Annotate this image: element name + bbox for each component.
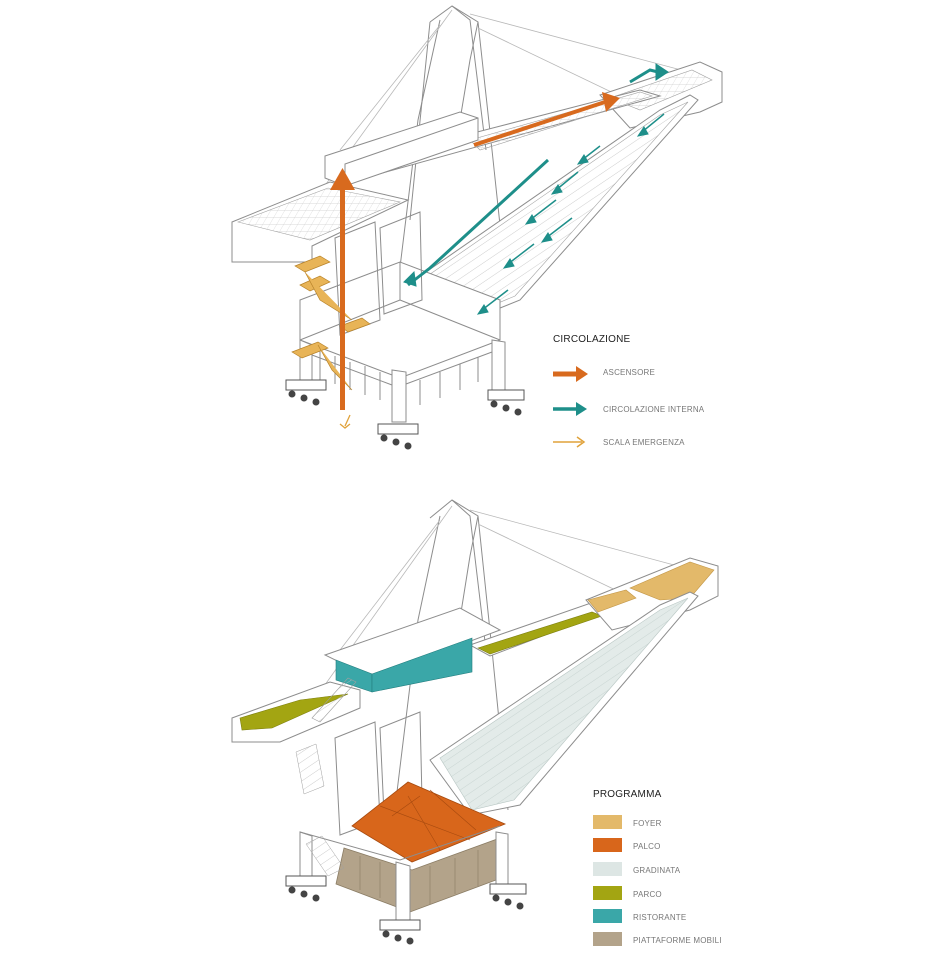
crane-circulation-diagram [231, 5, 723, 450]
elevator-arrow-overlay [330, 92, 620, 410]
gradinata-swatch [593, 862, 622, 876]
legend-item-ascensore: ASCENSORE [553, 366, 655, 382]
legend-label-scala-emergenza: SCALA EMERGENZA [603, 438, 685, 447]
parco-zone [239, 693, 349, 731]
legend-label-piattaforme-mobili: PIATTAFORME MOBILI [633, 936, 722, 945]
arrow-medium-head-icon [576, 402, 587, 416]
legend-item-scala-emergenza: SCALA EMERGENZA [553, 436, 685, 448]
ristorante-swatch [593, 909, 622, 923]
gradinata-zone [439, 597, 689, 811]
internal-circulation-overlay [403, 63, 669, 315]
arrow-thick-head-icon [576, 366, 588, 382]
palco-zone [351, 781, 507, 863]
foyer-zone [629, 561, 715, 601]
ristorante-zone [371, 637, 473, 693]
palco-swatch [593, 838, 622, 852]
wheel-bogie-icon [285, 875, 527, 945]
legend-label-ascensore: ASCENSORE [603, 368, 655, 377]
legend-label-palco: PALCO [633, 842, 661, 851]
foyer-zone [587, 589, 637, 613]
circulation-legend-title: CIRCOLAZIONE [553, 334, 631, 345]
parco-zone [477, 611, 603, 655]
legend-label-circolazione-interna: CIRCOLAZIONE INTERNA [603, 405, 705, 414]
parco-swatch [593, 886, 622, 900]
foyer-swatch [593, 815, 622, 829]
program-legend-title: PROGRAMMA [593, 789, 662, 800]
legend-item-circolazione-interna: CIRCOLAZIONE INTERNA [553, 402, 705, 416]
circulation-legend: CIRCOLAZIONE ASCENSORE CIRCOLAZIONE INTE… [553, 334, 705, 448]
crane-program-diagram [231, 499, 719, 945]
legend-label-gradinata: GRADINATA [633, 866, 681, 875]
wheel-bogie-icon [285, 379, 525, 450]
program-legend: PROGRAMMA FOYER PALCO GRADINATA PARCO RI… [593, 789, 722, 946]
piattaforme-mobili-swatch [593, 932, 622, 946]
legend-label-ristorante: RISTORANTE [633, 913, 686, 922]
legend-label-foyer: FOYER [633, 819, 662, 828]
legend-label-parco: PARCO [633, 890, 662, 899]
arrow-thin-head-icon [576, 436, 586, 448]
